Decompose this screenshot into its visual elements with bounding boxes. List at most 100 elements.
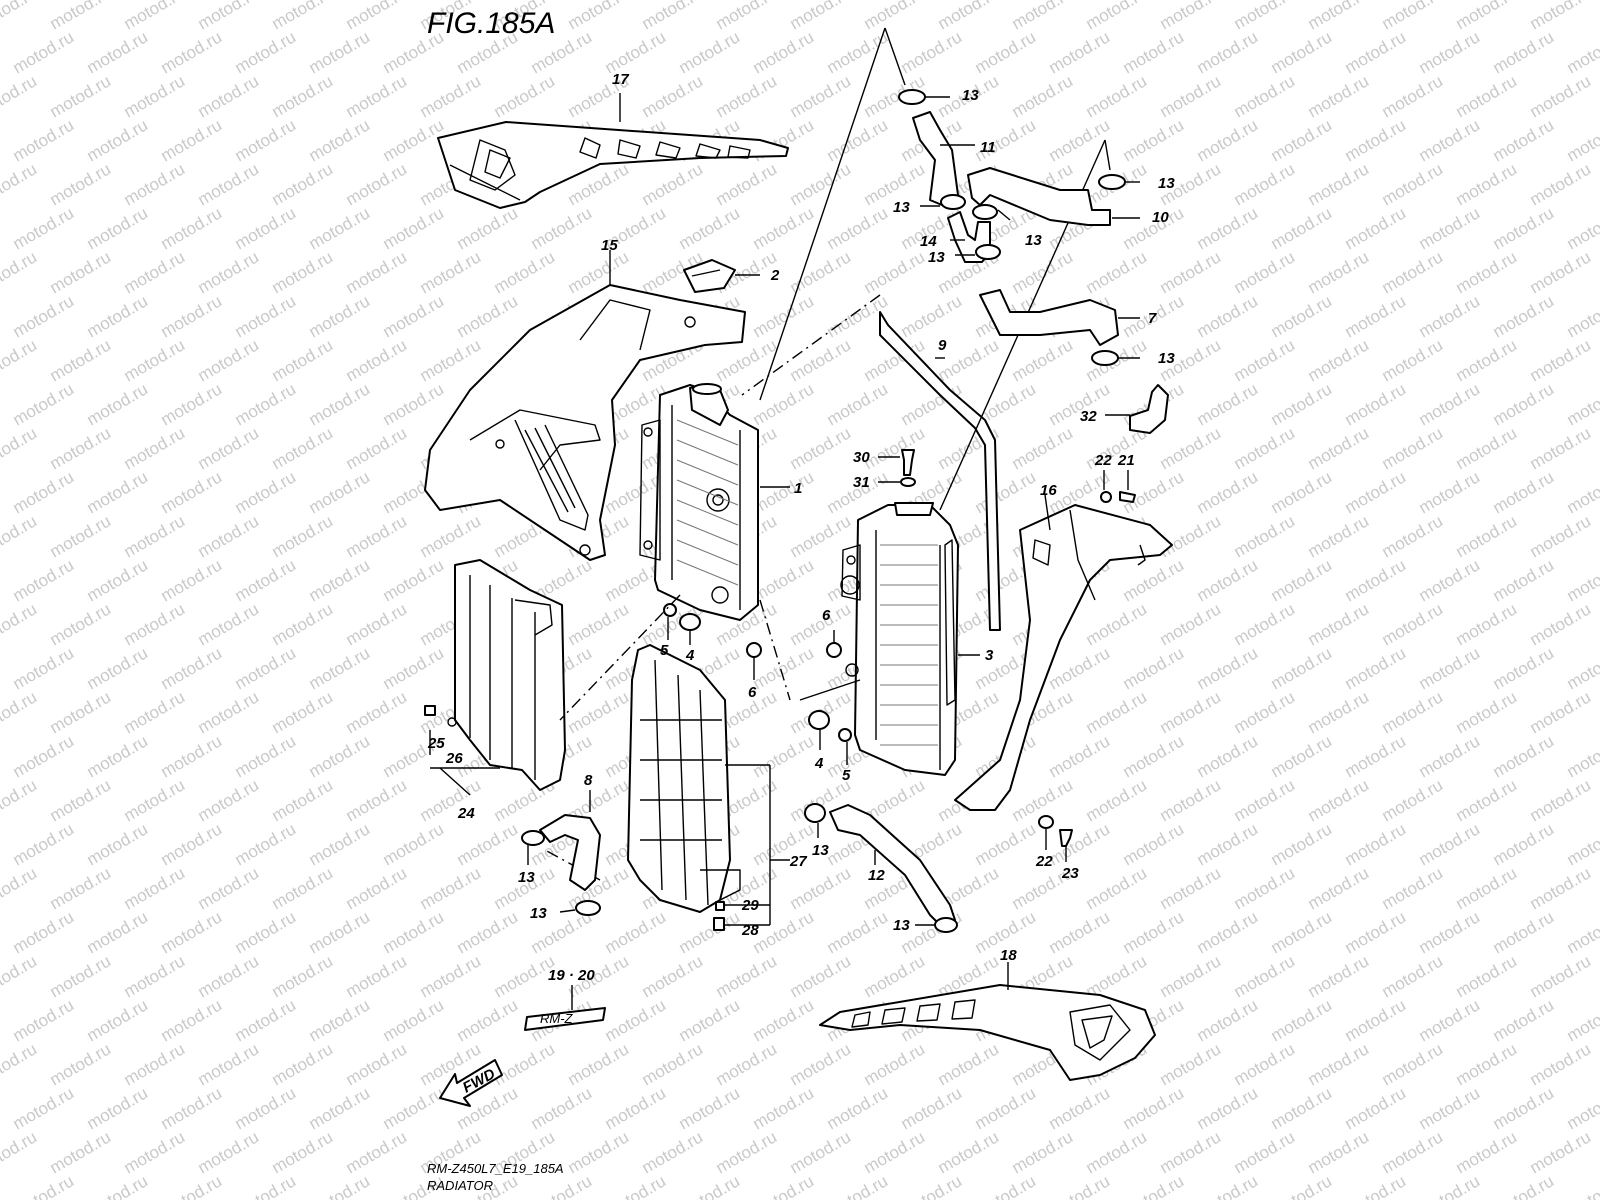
watermark-text: motod.ru — [602, 1083, 670, 1133]
watermark-text: motod.ru — [10, 27, 78, 77]
watermark-text: motod.ru — [269, 71, 337, 121]
watermark-text: motod.ru — [787, 951, 855, 1001]
watermark-text: motod.ru — [84, 731, 152, 781]
watermark-text: motod.ru — [306, 995, 374, 1045]
watermark-text: motod.ru — [1453, 159, 1521, 209]
watermark-text: motod.ru — [1194, 731, 1262, 781]
watermark-text: motod.ru — [750, 907, 818, 957]
watermark-text: motod.ru — [1120, 1083, 1188, 1133]
watermark-text: motod.ru — [380, 115, 448, 165]
watermark-text: motod.ru — [1083, 775, 1151, 825]
watermark-text: motod.ru — [1342, 467, 1410, 517]
watermark-text: motod.ru — [1379, 687, 1447, 737]
watermark-text: motod.ru — [1416, 1083, 1484, 1133]
watermark-text: motod.ru — [380, 995, 448, 1045]
watermark-text: motod.ru — [0, 0, 40, 33]
watermark-text: motod.ru — [1342, 643, 1410, 693]
watermark-text: motod.ru — [1305, 687, 1373, 737]
watermark-text: motod.ru — [1564, 555, 1600, 605]
watermark-text: motod.ru — [1268, 291, 1336, 341]
watermark-text: motod.ru — [1268, 379, 1336, 429]
part-13-clamp-c — [972, 204, 998, 220]
callout-13-e: 13 — [928, 249, 945, 266]
callout-13-a: 13 — [962, 87, 979, 104]
part-5-bolt-left — [663, 603, 677, 617]
watermark-text: motod.ru — [787, 335, 855, 385]
callout-32: 32 — [1080, 408, 1097, 425]
watermark-text: motod.ru — [1120, 555, 1188, 605]
watermark-text: motod.ru — [232, 203, 300, 253]
watermark-text: motod.ru — [1527, 863, 1595, 913]
watermark-text: motod.ru — [750, 1083, 818, 1133]
callout-19-20: 19 · 20 — [548, 967, 595, 984]
watermark-text: motod.ru — [972, 1083, 1040, 1133]
callout-28: 28 — [741, 922, 759, 939]
watermark-text: motod.ru — [750, 291, 818, 341]
watermark-text: motod.ru — [84, 467, 152, 517]
watermark-text: motod.ru — [676, 27, 744, 77]
watermark-text: motod.ru — [343, 335, 411, 385]
watermark-text: motod.ru — [1305, 71, 1373, 121]
watermark-text: motod.ru — [1157, 1127, 1225, 1177]
watermark-text: motod.ru — [750, 27, 818, 77]
watermark-text: motod.ru — [84, 555, 152, 605]
watermark-text: motod.ru — [824, 379, 892, 429]
watermark-text: motod.ru — [1268, 203, 1336, 253]
watermark-text: motod.ru — [713, 0, 781, 33]
watermark-text: motod.ru — [158, 115, 226, 165]
watermark-text: motod.ru — [0, 951, 40, 1001]
watermark-text: motod.ru — [343, 951, 411, 1001]
watermark-text: motod.ru — [47, 599, 115, 649]
watermark-text: motod.ru — [1342, 115, 1410, 165]
watermark-text: motod.ru — [1490, 291, 1558, 341]
watermark-text: motod.ru — [972, 27, 1040, 77]
watermark-text: motod.ru — [232, 467, 300, 517]
watermark-text: motod.ru — [454, 907, 522, 957]
watermark-text: motod.ru — [1342, 995, 1410, 1045]
watermark-text: motod.ru — [269, 1127, 337, 1177]
watermark-text: motod.ru — [565, 1127, 633, 1177]
part-23-bolt — [1059, 829, 1073, 847]
watermark-text: motod.ru — [1231, 423, 1299, 473]
watermark-text: motod.ru — [1083, 687, 1151, 737]
watermark-text: motod.ru — [1342, 555, 1410, 605]
watermark-text: motod.ru — [10, 819, 78, 869]
watermark-text: motod.ru — [1564, 379, 1600, 429]
watermark-text: motod.ru — [1231, 1127, 1299, 1177]
callout-14: 14 — [920, 233, 937, 250]
watermark-text: motod.ru — [380, 907, 448, 957]
watermark-text: motod.ru — [1120, 643, 1188, 693]
callout-4-right: 4 — [814, 755, 824, 772]
callout-13-i: 13 — [812, 842, 829, 859]
watermark-text: motod.ru — [1416, 379, 1484, 429]
watermark-text: motod.ru — [0, 423, 40, 473]
watermark-text: motod.ru — [1416, 1171, 1484, 1200]
watermark-text: motod.ru — [195, 335, 263, 385]
watermark-text: motod.ru — [1231, 687, 1299, 737]
watermark-text: motod.ru — [1305, 423, 1373, 473]
part-21-bolt — [1119, 491, 1136, 503]
watermark-text: motod.ru — [787, 1039, 855, 1089]
assembly-line-c — [741, 294, 881, 396]
watermark-text: motod.ru — [1527, 951, 1595, 1001]
watermark-text: motod.ru — [269, 0, 337, 33]
watermark-text: motod.ru — [1527, 423, 1595, 473]
part-17-shroud-graphic-upper — [437, 121, 789, 209]
watermark-text: motod.ru — [158, 907, 226, 957]
watermark-text: motod.ru — [1564, 115, 1600, 165]
watermark-text: motod.ru — [195, 71, 263, 121]
watermark-text: motod.ru — [306, 1171, 374, 1200]
watermark-text: motod.ru — [1120, 731, 1188, 781]
watermark-text: motod.ru — [121, 511, 189, 561]
watermark-text: motod.ru — [0, 775, 40, 825]
watermark-text: motod.ru — [713, 1039, 781, 1089]
part-13-clamp-a — [898, 89, 926, 105]
watermark-text: motod.ru — [380, 203, 448, 253]
watermark-text: motod.ru — [1046, 907, 1114, 957]
watermark-text: motod.ru — [121, 0, 189, 33]
watermark-text: motod.ru — [0, 1039, 40, 1089]
part-18-shroud-graphic-lower — [819, 984, 1156, 1081]
assembly-line-g — [759, 599, 791, 701]
assembly-line-b — [884, 27, 906, 86]
